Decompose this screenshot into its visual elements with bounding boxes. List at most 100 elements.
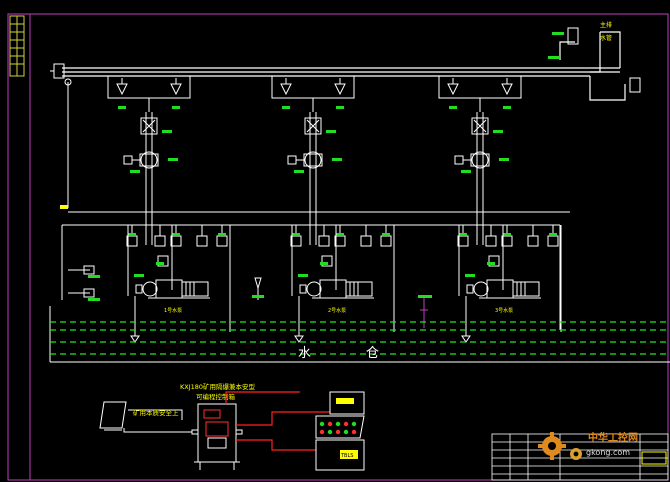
gate-valve-tag (162, 130, 172, 133)
check-valve-icon (116, 78, 128, 96)
instrument-icon (527, 225, 539, 247)
top-right-fitting (567, 27, 641, 93)
top-right-tag (552, 32, 564, 35)
console-button-icon (327, 421, 333, 427)
left-instruments (68, 265, 95, 298)
monitor (99, 401, 192, 433)
pump-station-2: 2号水泵 (271, 76, 395, 343)
electric-valve-icon (123, 151, 159, 169)
check-valve-icon (280, 78, 292, 96)
title-block-accent (641, 451, 667, 465)
gear-logo-icon (538, 432, 566, 460)
pump-motor-icon (299, 279, 374, 299)
valve-tag (172, 106, 180, 109)
electric-valve-icon (454, 151, 490, 169)
pump-label: 2号水泵 (328, 307, 346, 314)
watermark-url: gkong.com (586, 448, 630, 457)
water-sump (49, 306, 670, 363)
console-buttons (319, 421, 357, 435)
console-button-icon (351, 429, 357, 435)
actuator-tag-2 (130, 170, 140, 173)
actuator-tag-2 (294, 170, 304, 173)
gate-valve-icon (471, 117, 489, 135)
left-vertical-pipe (60, 82, 69, 209)
pump-label: 1号水泵 (164, 307, 182, 314)
foot-valve-icon (294, 335, 304, 343)
operation-console (315, 391, 365, 471)
instrument-icon (547, 225, 559, 247)
instrument-icon (501, 225, 513, 247)
instrument-icon (485, 225, 497, 247)
instrument-icon (126, 225, 138, 247)
watermark-site: 中华工控网 (588, 431, 638, 444)
foot-valve-icon (461, 335, 471, 343)
valve-tag (503, 106, 511, 109)
level-sensor-1-tag (252, 295, 264, 298)
main-pipe-label-2: 水管 (600, 34, 612, 42)
instrument-icon (360, 225, 372, 247)
watermark: 中华工控网 gkong.com (538, 431, 638, 460)
gate-valve-tag (493, 130, 503, 133)
console-button-icon (319, 429, 325, 435)
control-box-title-1: KXJ180矿用隔爆兼本安型 (180, 382, 256, 391)
frame-left-tabs (9, 15, 25, 77)
pump-motor-icon (466, 279, 541, 299)
check-valve-icon (447, 78, 459, 96)
instrument-icon (154, 225, 166, 247)
discharge-header (62, 31, 626, 101)
sump-label-water: 水 (298, 346, 311, 361)
actuator-tag-2 (461, 170, 471, 173)
solenoid-valve-icon (321, 255, 333, 267)
gate-valve-icon (304, 117, 322, 135)
pump-station-3: 3号水泵 (438, 76, 562, 343)
drawing-frame (7, 13, 669, 481)
control-box (191, 403, 243, 470)
monitor-label: 矿用本质安全上 (133, 408, 179, 417)
pump-label: 3号水泵 (495, 307, 513, 314)
solenoid-valve-icon (157, 255, 169, 267)
instrument-icon (334, 225, 346, 247)
valve-tag (118, 106, 126, 109)
check-valve-icon (501, 78, 513, 96)
top-right-tag-2 (548, 56, 560, 59)
level-sensor-2-tag (418, 295, 432, 298)
valve-tag (336, 106, 344, 109)
console-button-icon (343, 421, 349, 427)
console-label: TBLS (340, 453, 353, 459)
electric-valve-icon (287, 151, 323, 169)
left-tag-2 (88, 298, 100, 301)
instrument-icon (216, 225, 228, 247)
actuator-tag (332, 158, 342, 161)
pump-stations: 1号水泵 2号水泵 3号水泵 (107, 76, 562, 343)
instrument-icon (290, 225, 302, 247)
pump-tag (465, 274, 475, 277)
valve-tag (282, 106, 290, 109)
gate-valve-icon (140, 117, 158, 135)
instrument-icon (318, 225, 330, 247)
console-button-icon (327, 429, 333, 435)
console-button-icon (335, 429, 341, 435)
actuator-tag (168, 158, 178, 161)
instrument-icon (196, 225, 208, 247)
instrument-icon (170, 225, 182, 247)
control-cables (225, 391, 330, 451)
header-inlet-fitting (50, 63, 72, 86)
console-button-icon (319, 421, 325, 427)
check-valve-icon (334, 78, 346, 96)
sump-label-tank: 仓 (366, 346, 379, 361)
control-box-title-2: 可编程控制箱 (196, 392, 236, 401)
pump-motor-icon (135, 279, 210, 299)
gate-valve-tag (326, 130, 336, 133)
pump-station-1: 1号水泵 (107, 76, 231, 343)
actuator-tag (499, 158, 509, 161)
pump-tag (134, 274, 144, 277)
check-valve-icon (170, 78, 182, 96)
console-button-icon (351, 421, 357, 427)
console-button-icon (335, 421, 341, 427)
vertical-pipe-tag (60, 205, 68, 209)
instrument-icon (457, 225, 469, 247)
level-sensor-2 (420, 298, 428, 328)
valve-tag (449, 106, 457, 109)
foot-valve-icon (130, 335, 140, 343)
